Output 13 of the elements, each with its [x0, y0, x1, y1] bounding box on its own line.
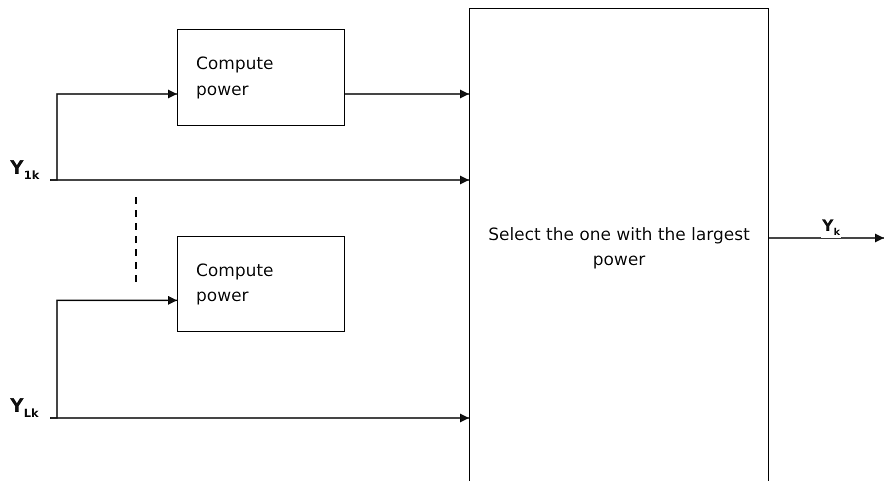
signal-label: Y$_{1k}$ — [10, 156, 40, 184]
arrow — [50, 414, 469, 422]
process-box — [177, 236, 345, 332]
process-box — [469, 8, 769, 481]
signal-label: Y$_{Lk}$ — [10, 394, 39, 422]
arrow — [345, 90, 469, 98]
box-label: Compute power — [196, 260, 275, 308]
process-box — [177, 29, 345, 126]
arrow — [769, 234, 884, 242]
arrow — [50, 176, 469, 184]
edge-label: Y$_{k}$ — [821, 218, 841, 238]
box-label: Compute power — [196, 53, 275, 102]
box-label: Select the one with the largest power — [488, 224, 750, 272]
